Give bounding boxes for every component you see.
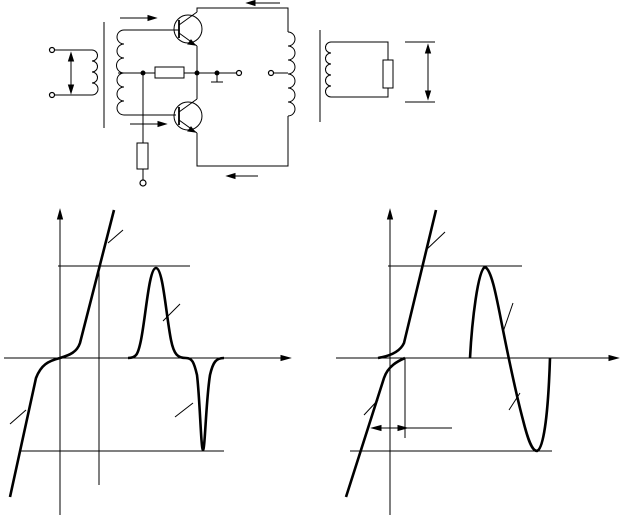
input-transformer-primary-coil bbox=[91, 49, 99, 96]
current-arrow-lower-base bbox=[130, 120, 168, 128]
right-transfer-curve-upper bbox=[377, 209, 438, 360]
class-ab-transfer-characteristic bbox=[336, 208, 620, 515]
left-reference-lines bbox=[20, 265, 224, 485]
input-voltage-arrow bbox=[67, 51, 75, 95]
left-axes bbox=[4, 208, 292, 515]
collector-supply-terminal-right bbox=[267, 69, 275, 77]
current-arrow-upper-base bbox=[120, 14, 158, 22]
push-pull-amplifier-circuit bbox=[48, 0, 435, 187]
output-transformer-primary-coil bbox=[287, 31, 296, 117]
bias-supply-terminal bbox=[139, 179, 147, 187]
current-arrow-collector-top bbox=[245, 0, 280, 7]
right-axes bbox=[336, 208, 620, 515]
right-leader-lines bbox=[363, 231, 521, 416]
emitter-resistor bbox=[154, 66, 185, 79]
left-output-waveform-negative-half bbox=[185, 356, 225, 452]
bias-offset-arrow bbox=[370, 424, 452, 432]
left-transfer-curve bbox=[8, 209, 116, 498]
output-transformer-secondary-coil bbox=[325, 41, 332, 98]
class-b-transfer-characteristic bbox=[4, 208, 292, 515]
output-voltage-arrow bbox=[424, 43, 432, 101]
load-resistor bbox=[382, 59, 394, 89]
right-output-waveform-sine bbox=[468, 265, 552, 453]
right-transfer-curve bbox=[344, 356, 406, 498]
collector-supply-terminal-left bbox=[235, 69, 243, 77]
lower-transistor bbox=[173, 98, 203, 134]
left-leader-lines bbox=[9, 229, 194, 425]
input-terminals bbox=[48, 46, 92, 99]
left-output-waveform-positive-half bbox=[127, 266, 187, 360]
bias-resistor bbox=[136, 142, 149, 170]
right-reference-lines bbox=[350, 265, 552, 452]
upper-transistor bbox=[173, 11, 203, 47]
current-arrow-collector-bottom bbox=[225, 172, 258, 180]
